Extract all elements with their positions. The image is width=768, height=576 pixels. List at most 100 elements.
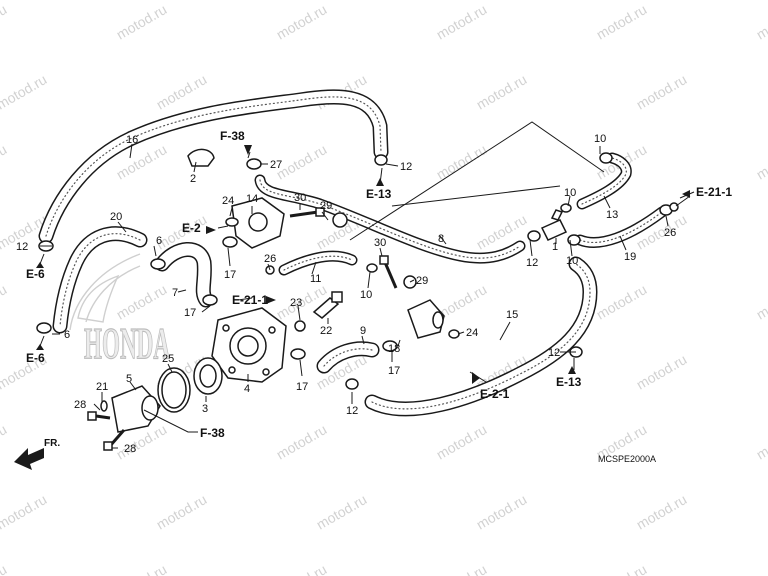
bolt-30-upper xyxy=(289,207,325,218)
watermark-text: motod.ru xyxy=(0,561,9,576)
watermark-text: motod.ru xyxy=(754,561,768,576)
label-28-lower: 28 xyxy=(124,443,136,455)
label-17-right: 17 xyxy=(388,365,400,377)
brand-text: HONDA xyxy=(84,319,170,368)
ref-e-2-1: E-2-1 xyxy=(480,387,510,401)
hose-7 xyxy=(154,242,214,308)
watermark-text: motod.ru xyxy=(594,561,650,576)
watermark-text: motod.ru xyxy=(434,1,490,42)
hose-20 xyxy=(52,226,148,334)
ref-e-13-right: E-13 xyxy=(556,375,582,389)
ref-e-6-lower: E-6 xyxy=(26,351,45,365)
watermark-text: motod.ru xyxy=(754,1,768,42)
clamps xyxy=(36,152,679,412)
watermark-text: motod.ru xyxy=(754,141,768,182)
label-8: 8 xyxy=(438,233,444,245)
ref-e-2: E-2 xyxy=(182,221,201,235)
label-30-lower: 30 xyxy=(374,237,386,249)
label-7: 7 xyxy=(172,287,178,299)
label-15: 15 xyxy=(506,309,518,321)
ref-e-13-top: E-13 xyxy=(366,187,392,201)
watermark-text: motod.ru xyxy=(434,141,490,182)
label-11: 11 xyxy=(310,273,321,285)
label-13: 13 xyxy=(606,209,618,221)
watermark-text: motod.ru xyxy=(274,421,330,462)
watermark-text: motod.ru xyxy=(114,1,170,42)
watermark-text: motod.ru xyxy=(754,421,768,462)
label-12-bottom: 12 xyxy=(346,405,358,417)
label-6-upper: 6 xyxy=(156,235,162,247)
label-21: 21 xyxy=(96,381,108,393)
label-10-mid: 10 xyxy=(564,187,576,199)
front-label: FR. xyxy=(44,438,60,449)
label-17-upper: 17 xyxy=(224,269,236,281)
watermark-text: motod.ru xyxy=(114,561,170,576)
watermark-text: motod.ru xyxy=(754,281,768,322)
bolt-28-upper xyxy=(87,411,111,421)
label-28-upper: 28 xyxy=(74,399,86,411)
water-joint-14 xyxy=(231,197,285,249)
watermark-text: motod.ru xyxy=(274,1,330,42)
label-26-right: 26 xyxy=(664,227,676,239)
label-22: 22 xyxy=(320,325,332,337)
label-20: 20 xyxy=(110,211,122,223)
o-ring-25 xyxy=(157,367,191,413)
label-23: 23 xyxy=(290,297,302,309)
watermark-text: motod.ru xyxy=(594,1,650,42)
front-arrow: FR. xyxy=(14,438,60,470)
label-6-lower: 6 xyxy=(64,329,70,341)
bolt-28-lower xyxy=(103,429,126,451)
watermark-text: motod.ru xyxy=(114,281,170,322)
watermark-text: motod.ru xyxy=(0,281,9,322)
ref-f-38-top: F-38 xyxy=(220,129,245,143)
label-26-left: 26 xyxy=(264,253,276,265)
ref-e-21-1-right: E-21-1 xyxy=(696,185,732,199)
hose-13 xyxy=(576,152,632,210)
ref-e-21-1-mid: E-21-1 xyxy=(232,293,268,307)
thermostat-housing-4 xyxy=(211,307,287,383)
label-24-upper: 24 xyxy=(222,195,234,207)
label-12-mid: 12 xyxy=(526,257,538,269)
watermark-text: motod.ru xyxy=(0,421,9,462)
hose-9 xyxy=(316,341,380,374)
watermark-text: motod.ru xyxy=(434,561,490,576)
label-4: 4 xyxy=(244,383,250,395)
label-30-upper: 30 xyxy=(294,192,306,204)
label-10-top: 10 xyxy=(594,133,606,145)
brand-logo: HONDA xyxy=(69,253,171,369)
label-1: 1 xyxy=(552,241,558,253)
watermark-text: motod.ru xyxy=(154,491,210,532)
watermark-text: motod.ru xyxy=(474,491,530,532)
clip-2 xyxy=(187,148,215,167)
label-12-top: 12 xyxy=(400,161,412,173)
hose-19 xyxy=(574,206,668,248)
sensor-22 xyxy=(312,291,343,319)
thermostat-3 xyxy=(193,357,223,395)
hose-15 xyxy=(364,256,598,417)
label-12-left: 12 xyxy=(16,241,28,253)
ref-e-6-upper: E-6 xyxy=(26,267,45,281)
label-2: 2 xyxy=(190,173,196,185)
ref-arrows xyxy=(36,145,690,384)
label-29-upper: 29 xyxy=(320,200,332,212)
label-17-mid: 17 xyxy=(184,307,196,319)
watermark-text: motod.ru xyxy=(0,491,49,532)
watermark-text: motod.ru xyxy=(474,71,530,112)
watermark-text: motod.ru xyxy=(274,561,330,576)
watermark-text: motod.ru xyxy=(154,71,210,112)
label-27: 27 xyxy=(270,159,282,171)
label-5: 5 xyxy=(126,373,132,385)
reference-labels: F-38 E-2 E-13 E-21-1 E-6 E-6 E-21-1 E-2-… xyxy=(26,129,732,440)
label-25: 25 xyxy=(162,353,174,365)
label-29-lower: 29 xyxy=(416,275,428,287)
water-joint-18 xyxy=(407,299,445,339)
label-24-lower: 24 xyxy=(466,327,478,339)
three-way-joint-1 xyxy=(540,209,568,241)
watermark-text: motod.ru xyxy=(0,141,9,182)
label-19: 19 xyxy=(624,251,636,263)
watermark-text: motod.ru xyxy=(634,491,690,532)
label-9: 9 xyxy=(360,325,366,337)
label-3: 3 xyxy=(202,403,208,415)
